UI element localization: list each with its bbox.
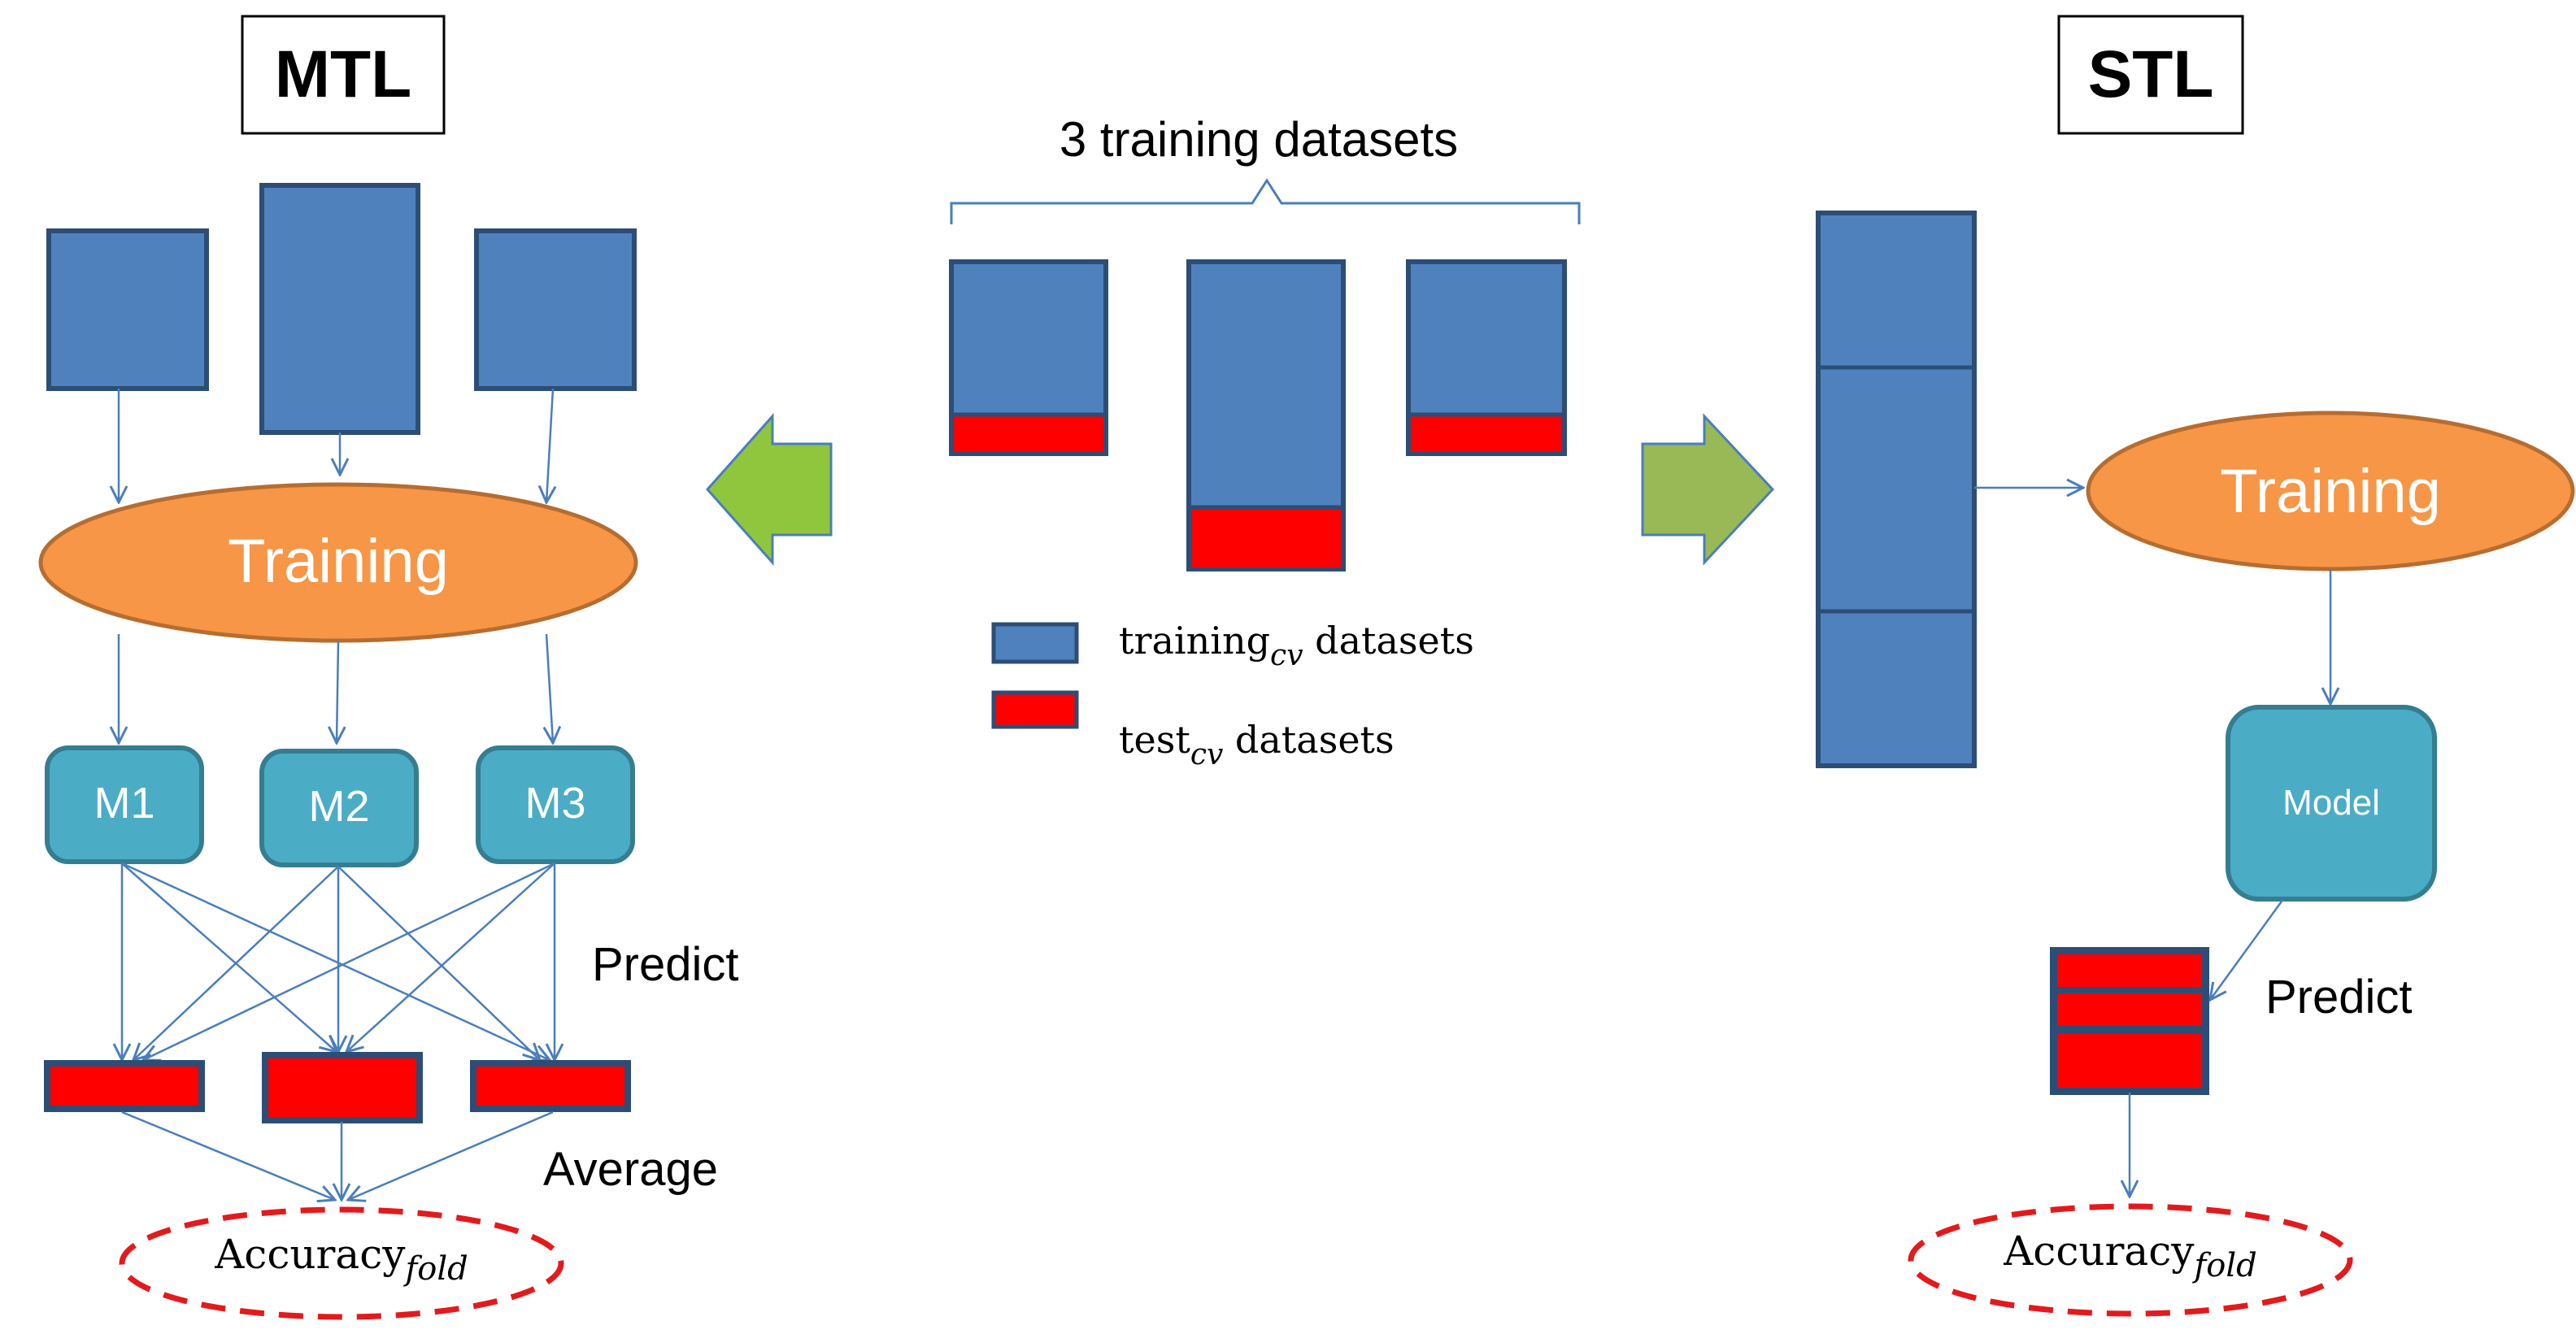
mtl-dataset-3 bbox=[474, 228, 637, 391]
mtl-training-to-m2 bbox=[337, 640, 338, 743]
center-dataset-1-test bbox=[954, 415, 1103, 452]
training-datasets-brace bbox=[950, 178, 1581, 224]
mtl-predict-label: Predict bbox=[592, 938, 739, 991]
stl-model-box bbox=[2226, 705, 2437, 902]
mtl-average-label: Average bbox=[543, 1143, 718, 1196]
mtl-dataset-to-training-3 bbox=[546, 388, 553, 502]
legend-training-label: trainingcv datasets bbox=[1119, 619, 1474, 672]
left-block-arrow bbox=[705, 413, 833, 566]
stl-title: STL bbox=[2088, 37, 2214, 111]
mtl-dataset-1 bbox=[46, 228, 209, 391]
mtl-model-2-label: M2 bbox=[308, 782, 369, 831]
stl-model-label: Model bbox=[2282, 783, 2380, 823]
stl-predict-label: Predict bbox=[2265, 971, 2413, 1023]
stl-accuracy-label: Accuracyfold bbox=[2003, 1228, 2257, 1284]
stl-prediction-1 bbox=[2057, 954, 2202, 987]
mtl-predict-connectors bbox=[122, 862, 555, 1060]
stl-combined-dataset bbox=[1816, 211, 1977, 768]
mtl-prediction-1 bbox=[44, 1060, 205, 1112]
mtl-accuracy-ellipse bbox=[119, 1206, 564, 1320]
center-dataset-3-test bbox=[1411, 415, 1562, 452]
stl-section: STL Training Model Predict Accuracyfold bbox=[1816, 15, 2575, 1317]
mtl-model-2 bbox=[259, 749, 419, 867]
stl-accuracy-ellipse bbox=[1908, 1203, 2353, 1317]
mtl-model-3-label: M3 bbox=[524, 779, 585, 828]
mtl-training-label: Training bbox=[228, 527, 449, 596]
center-section: 3 training datasets trainingcv datasets … bbox=[705, 112, 1775, 771]
stl-prediction-3 bbox=[2057, 1034, 2202, 1088]
mtl-training-to-m3 bbox=[546, 633, 553, 743]
mtl-title: MTL bbox=[275, 37, 411, 111]
stl-training-label: Training bbox=[2220, 457, 2441, 526]
mtl-title-box bbox=[241, 15, 446, 135]
mtl-model-1-label: M1 bbox=[94, 779, 154, 828]
stl-title-box bbox=[2057, 15, 2244, 135]
legend-test-swatch bbox=[991, 690, 1079, 729]
training-datasets-label: 3 training datasets bbox=[1060, 112, 1458, 167]
center-dataset-2-test bbox=[1191, 507, 1341, 567]
stl-prediction-2 bbox=[2057, 993, 2202, 1026]
mtl-model-3 bbox=[476, 745, 635, 864]
mtl-dataset-2 bbox=[259, 183, 420, 435]
mtl-accuracy-label: Accuracyfold bbox=[214, 1231, 468, 1288]
stl-model-to-prediction bbox=[2210, 898, 2285, 1000]
mtl-prediction-2 bbox=[262, 1052, 423, 1123]
mtl-average-connectors bbox=[121, 1110, 554, 1200]
legend-test-label: testcv datasets bbox=[1119, 718, 1395, 771]
mtl-prediction-3 bbox=[470, 1060, 631, 1112]
right-block-arrow bbox=[1641, 413, 1775, 566]
mtl-model-1 bbox=[45, 745, 204, 864]
mtl-section: MTL Training M1 M2 M3 bbox=[38, 15, 739, 1320]
legend-training-swatch bbox=[991, 622, 1079, 664]
